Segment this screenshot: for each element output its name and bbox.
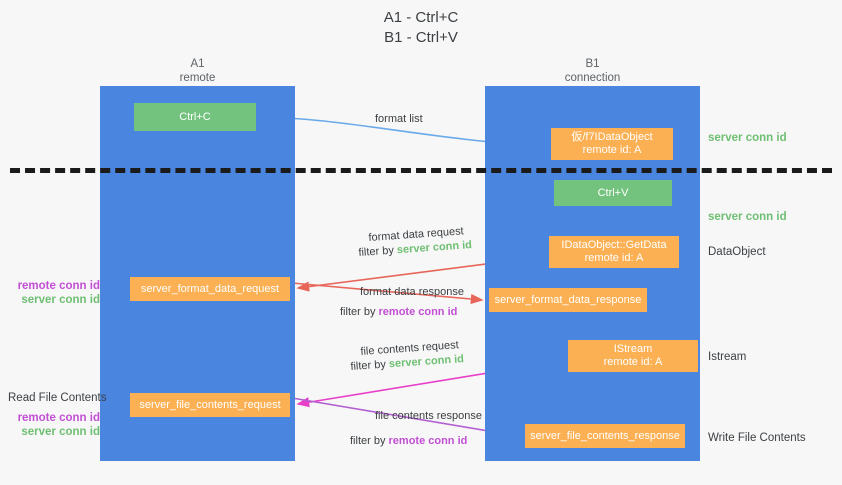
column-b1-name: B1 [585,58,600,70]
node-data-object[interactable]: 仮/f7IDataObject remote id: A [551,128,673,160]
annotation-server-conn-id-b: server conn id [21,426,100,438]
annotation-data-object: DataObject [708,246,766,258]
edge-label-format-data-response: format data response [360,286,464,298]
node-server-format-data-request[interactable]: server_format_data_request [130,277,290,301]
annotation-read-file-contents: Read File Contents [8,392,107,404]
annotation-remote-conn-id-a: remote conn id [17,280,100,292]
node-get-data-line2: remote id: A [584,252,644,264]
edge-label-format-list: format list [375,113,423,125]
node-server-format-data-request-label: server_format_data_request [140,282,280,295]
title-line-1: A1 - Ctrl+C [383,9,459,26]
node-istream-line2: remote id: A [603,356,663,368]
node-data-object-line1: 仮/f7IDataObject [571,131,653,143]
node-data-object-line2: remote id: A [582,144,642,156]
node-ctrl-c[interactable]: Ctrl+C [134,103,256,131]
annotation-remote-conn-id-b: remote conn id [17,412,100,424]
edge-label-file-contents-response: file contents response [375,410,483,422]
column-header-a1: A1 remote [100,57,295,85]
phase-divider [10,168,832,173]
connector-format-data-response [291,282,484,305]
annotation-istream: Istream [708,351,747,363]
title-line-2: B1 - Ctrl+V [384,29,458,46]
column-a1-name: A1 [190,58,205,70]
node-ctrl-v[interactable]: Ctrl+V [554,180,672,206]
filter-prefix: filter by [358,244,398,259]
node-get-data[interactable]: IDataObject::GetData remote id: A [549,236,679,268]
page-title: A1 - Ctrl+C B1 - Ctrl+V [0,8,842,48]
node-server-file-contents-request-label: server_file_contents_request [139,398,281,411]
annotation-server-conn-id-top: server conn id [708,132,787,144]
node-server-file-contents-response[interactable]: server_file_contents_response [525,424,685,448]
node-server-format-data-response[interactable]: server_format_data_response [489,288,647,312]
node-get-data-line1: IDataObject::GetData [561,239,667,251]
edge-label-file-contents-response-filter: filter by remote conn id [350,434,467,448]
column-b1-role: connection [564,72,621,84]
column-a1-role: remote [179,72,216,84]
column-header-b1: B1 connection [485,57,700,85]
annotation-conn-id-group-bottom: remote conn id server conn id [8,411,100,439]
node-istream-line1: IStream [613,343,653,355]
connector-file-contents-response [291,397,520,440]
filter-prefix: filter by [340,306,379,318]
filter-key-remote-conn-id: remote conn id [378,306,458,318]
edge-label-format-data-response-filter: filter by remote conn id [340,305,457,319]
node-server-file-contents-response-label: server_file_contents_response [530,429,680,442]
annotation-server-conn-id-mid: server conn id [708,211,787,223]
node-istream[interactable]: IStream remote id: A [568,340,698,372]
annotation-server-conn-id-a: server conn id [21,294,100,306]
filter-key-remote-conn-id: remote conn id [388,435,468,447]
annotation-conn-id-group-top: remote conn id server conn id [8,279,100,307]
filter-prefix: filter by [350,435,389,447]
annotation-write-file-contents: Write File Contents [708,432,806,444]
node-server-format-data-response-label: server_format_data_response [494,293,642,306]
node-ctrl-c-label: Ctrl+C [179,110,211,123]
filter-prefix: filter by [350,358,390,373]
node-ctrl-v-label: Ctrl+V [597,186,629,199]
node-server-file-contents-request[interactable]: server_file_contents_request [130,393,290,417]
